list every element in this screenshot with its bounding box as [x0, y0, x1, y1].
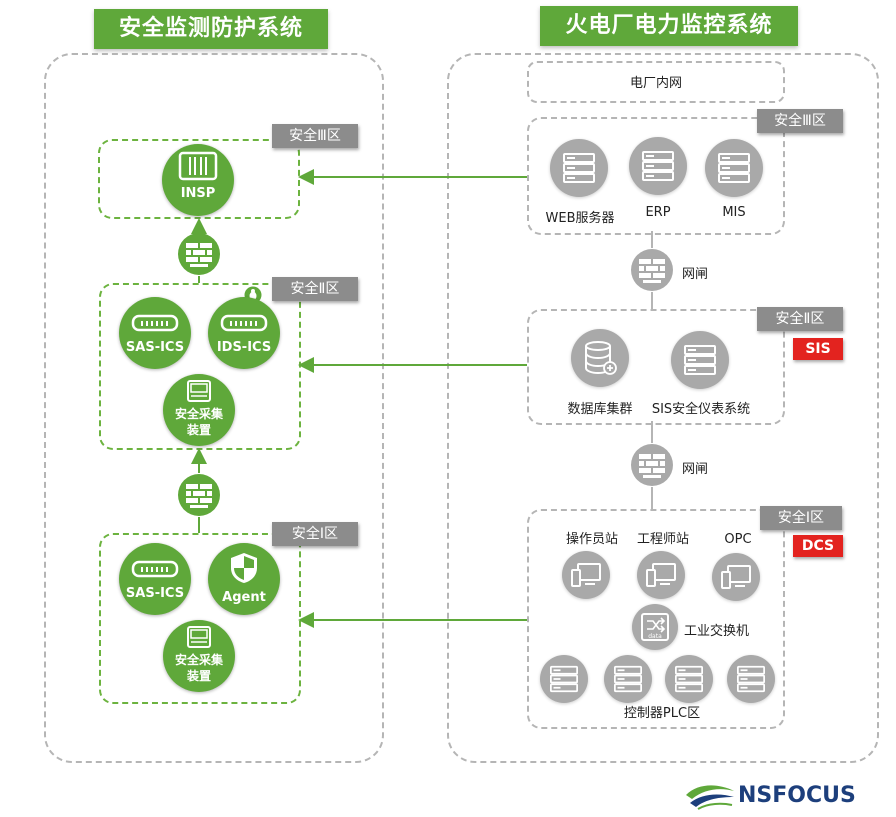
agent-label: Agent — [222, 590, 266, 605]
erp-node[interactable] — [629, 137, 687, 195]
ids-ics-label: IDS-ICS — [216, 340, 272, 355]
right-zone1-tag: 安全Ⅰ区 — [760, 506, 842, 530]
right-panel-frame — [447, 53, 879, 763]
workstation-icon-engineer — [646, 563, 676, 587]
left-panel-title: 安全监测防护系统 — [94, 9, 328, 49]
left-zone2-tag: 安全Ⅱ区 — [272, 277, 358, 301]
plc-area-label: 控制器PLC区 — [623, 706, 701, 721]
collector-node-zone2[interactable] — [163, 374, 235, 446]
erp-label: ERP — [645, 205, 671, 220]
workstation-icon-operator — [571, 563, 601, 587]
engineer-station-node[interactable] — [637, 551, 685, 599]
gate-label-upper: 网闸 — [682, 267, 709, 282]
sis-system-label: SIS安全仪表系统 — [651, 402, 751, 417]
sis-system-node[interactable] — [671, 331, 729, 389]
industrial-switch-label: 工业交换机 — [684, 624, 750, 639]
left-panel-frame — [44, 53, 384, 763]
gate-label-lower: 网闸 — [682, 462, 709, 477]
sas-ics-node-zone1[interactable] — [119, 543, 191, 615]
plc-node-1[interactable] — [540, 655, 588, 703]
opc-label: OPC — [724, 532, 752, 547]
mis-label: MIS — [722, 205, 746, 220]
nsfocus-logo-icon — [686, 785, 734, 810]
sas-ics-label-zone2: SAS-ICS — [125, 340, 185, 355]
web-server-node[interactable] — [550, 139, 608, 197]
collector-label-zone1: 安全采集装置 — [174, 653, 223, 683]
dcs-badge: DCS — [793, 535, 843, 557]
workstation-icon-opc — [721, 565, 751, 589]
gate-icon-lower — [631, 444, 673, 486]
switch-icon: data — [641, 613, 669, 641]
insp-label: INSP — [180, 186, 216, 201]
sis-badge: SIS — [793, 338, 843, 360]
mis-node[interactable] — [705, 139, 763, 197]
shield-icon — [231, 553, 257, 583]
server-icon-sis — [684, 345, 716, 375]
database-cluster-label: 数据库集群 — [567, 402, 633, 417]
right-zone3-box — [527, 117, 785, 235]
sas-ics-node-zone2[interactable] — [119, 297, 191, 369]
opc-node[interactable] — [712, 553, 760, 601]
engineer-station-label: 工程师站 — [636, 532, 689, 547]
right-zone2-box — [527, 309, 785, 425]
operator-station-label: 操作员站 — [565, 532, 618, 547]
svg-text:data: data — [648, 633, 662, 640]
sas-ics-label-zone1: SAS-ICS — [125, 586, 185, 601]
server-icon-plc-2 — [614, 665, 642, 693]
server-icon-web — [563, 153, 595, 183]
nsfocus-logo-text: NSFOCUS — [738, 783, 856, 808]
firewall-icon-left-lower — [178, 474, 220, 516]
right-panel-title: 火电厂电力监控系统 — [540, 6, 798, 46]
operator-station-node[interactable] — [562, 551, 610, 599]
web-server-label: WEB服务器 — [545, 211, 615, 226]
collector-node-zone1[interactable] — [163, 620, 235, 692]
intranet-label: 电厂内网 — [629, 76, 682, 91]
plc-node-3[interactable] — [665, 655, 713, 703]
left-zone3-tag: 安全Ⅲ区 — [272, 124, 358, 148]
right-zone2-tag: 安全Ⅱ区 — [757, 307, 843, 331]
ids-ics-node[interactable] — [208, 297, 280, 369]
collector-device-icon-zone2 — [187, 380, 211, 402]
server-icon-plc-3 — [675, 665, 703, 693]
firewall-icon-left-upper — [178, 233, 220, 275]
intranet-box — [527, 61, 785, 103]
gate-icon-upper — [631, 249, 673, 291]
sas-ics-appliance-icon-zone1 — [131, 560, 179, 578]
left-zone1-tag: 安全Ⅰ区 — [272, 522, 358, 546]
server-icon-erp — [642, 151, 674, 181]
sas-ics-appliance-icon-zone2 — [131, 314, 179, 332]
ids-ics-appliance-icon — [220, 314, 268, 332]
collector-device-icon-zone1 — [187, 626, 211, 648]
database-icon — [585, 341, 617, 375]
plc-node-2[interactable] — [604, 655, 652, 703]
right-zone1-box — [527, 509, 785, 729]
right-zone3-tag: 安全Ⅲ区 — [757, 109, 843, 133]
server-icon-plc-1 — [550, 665, 578, 693]
server-icon-plc-4 — [737, 665, 765, 693]
insp-appliance-icon — [178, 151, 218, 181]
server-icon-mis — [718, 153, 750, 183]
collector-label-zone2: 安全采集装置 — [174, 407, 223, 437]
plc-node-4[interactable] — [727, 655, 775, 703]
